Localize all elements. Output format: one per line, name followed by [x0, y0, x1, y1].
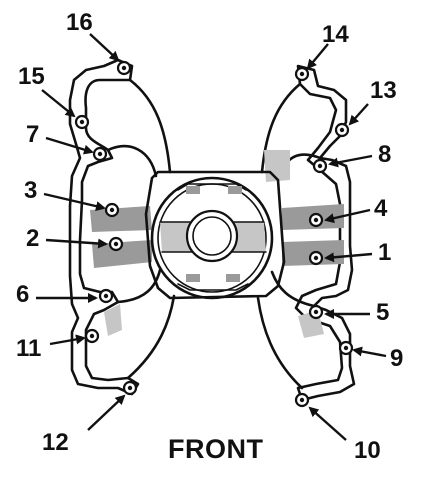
callout-10: 10: [354, 437, 381, 464]
callout-12: 12: [42, 429, 69, 456]
bolt-hole-3: [104, 202, 120, 218]
callout-8: 8: [378, 141, 391, 168]
callout-6: 6: [16, 281, 29, 308]
callout-11: 11: [16, 335, 41, 362]
callout-4: 4: [374, 195, 388, 222]
arrow-11: [49, 334, 86, 346]
bolt-hole-4: [308, 212, 324, 228]
callout-labels: 16 14 15 13 7 8 3 4 2 1 6 5 11 9 12 10: [16, 9, 403, 464]
bolt-hole-1: [308, 250, 324, 266]
callout-2: 2: [26, 225, 39, 252]
bolt-hole-5: [308, 304, 324, 320]
bolt-hole-16: [116, 60, 132, 76]
bolt-hole-10: [294, 392, 310, 408]
callout-1: 1: [378, 239, 391, 266]
bolt-hole-11: [84, 328, 100, 344]
arrow-3: [43, 192, 106, 212]
arrow-7: [45, 136, 94, 155]
arrow-9: [352, 346, 387, 358]
front-label: FRONT: [168, 434, 263, 464]
bolt-hole-2: [108, 236, 124, 252]
arrow-15: [41, 89, 76, 118]
arrow-10: [308, 406, 347, 441]
callout-13: 13: [370, 77, 397, 104]
bolt-hole-6: [98, 288, 114, 304]
arrow-14: [306, 43, 329, 70]
bolt-hole-13: [334, 122, 350, 138]
arrow-12: [87, 394, 126, 431]
callout-16: 16: [66, 9, 93, 36]
arrow-2: [45, 238, 108, 249]
bolt-hole-15: [74, 114, 90, 130]
arrow-16: [89, 33, 120, 62]
bolt-hole-8: [312, 158, 328, 174]
manifold-body: [68, 58, 356, 402]
arrow-1: [324, 252, 373, 263]
bolt-hole-9: [338, 340, 354, 356]
callout-15: 15: [18, 63, 45, 90]
bolt-hole-7: [92, 146, 108, 162]
callout-7: 7: [26, 121, 39, 148]
arrow-13: [348, 103, 369, 126]
callout-3: 3: [24, 177, 37, 204]
bolt-hole-14: [294, 66, 310, 82]
bolt-holes: [74, 60, 354, 408]
callout-5: 5: [376, 299, 389, 326]
arrow-8: [328, 154, 373, 168]
leader-arrows: [36, 33, 387, 441]
arrow-4: [324, 208, 371, 224]
bolt-hole-12: [122, 380, 138, 396]
callout-14: 14: [322, 21, 349, 48]
callout-9: 9: [390, 345, 403, 372]
